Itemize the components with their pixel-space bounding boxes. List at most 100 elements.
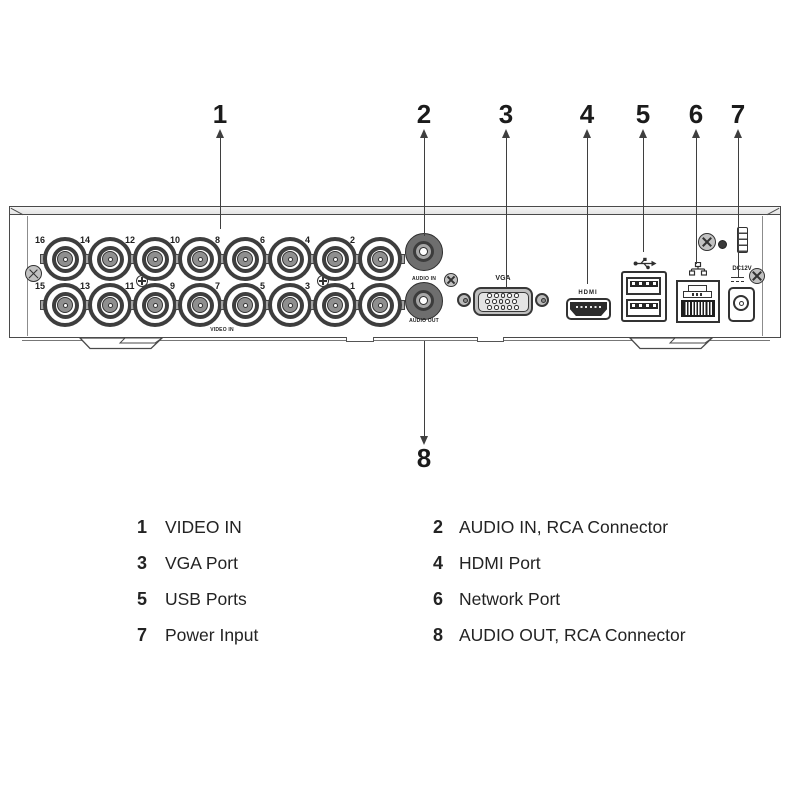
vga-pin-hole (493, 293, 499, 298)
vga-pin-hole (514, 293, 519, 298)
usb-pin (652, 282, 656, 286)
arrow-icon (419, 129, 428, 138)
hdmi-receptacle (570, 302, 607, 316)
bnc-pin (377, 256, 383, 262)
bnc-video-connector: 9 (170, 281, 225, 327)
arrow-icon (691, 129, 700, 138)
vga-pin-hole (491, 299, 497, 304)
chassis-tab (477, 337, 504, 342)
vga-pin-hole (500, 305, 506, 310)
legend-num-5: 5 (136, 589, 147, 609)
callout-number-7: 7 (730, 99, 746, 129)
video-in-label: VIDEO IN (210, 327, 234, 333)
hdmi-port (566, 298, 611, 320)
rca-hole (419, 247, 428, 256)
legend-num-2: 2 (432, 517, 443, 537)
callout-number-3: 3 (498, 99, 514, 129)
legend-label-8: AUDIO OUT, RCA Connector (459, 625, 686, 645)
chassis-foot (628, 337, 714, 350)
bnc-channel-label: 14 (80, 235, 91, 245)
bnc-pin (377, 302, 383, 308)
bnc-channel-label: 5 (260, 281, 266, 291)
vga-label: VGA (495, 275, 511, 282)
bnc-inner-ring (141, 245, 169, 273)
vga-pin-row (479, 293, 528, 298)
legend-label-2: AUDIO IN, RCA Connector (459, 517, 669, 537)
chassis-foot (78, 337, 164, 350)
usb-tongue (629, 280, 658, 287)
bnc-channel-label: 8 (215, 235, 221, 245)
arrow-icon (419, 436, 428, 445)
usb-pin (631, 304, 635, 308)
vga-screw-post (535, 292, 549, 307)
bnc-pin (197, 302, 203, 308)
bnc-video-connector: 5 (260, 281, 315, 327)
bnc-pin (242, 302, 248, 308)
callout-number-5: 5 (635, 99, 651, 129)
callout-line (219, 136, 221, 229)
legend-label-7: Power Input (165, 625, 259, 645)
polarity-icon (731, 277, 744, 283)
bnc-channel-label: 16 (35, 235, 46, 245)
callout-line (737, 136, 739, 277)
vga-pin-hole (498, 299, 504, 304)
vga-pin-row (479, 305, 528, 310)
vga-pin-hole (493, 305, 499, 310)
power-input-jack (728, 287, 755, 322)
arrow-icon (733, 129, 742, 138)
vga-pin-hole (514, 305, 519, 310)
bnc-inner-ring (366, 245, 394, 273)
chassis-tab (346, 337, 374, 342)
usb-ports (621, 271, 667, 322)
bnc-inner-ring (51, 245, 79, 273)
legend-num-6: 6 (432, 589, 443, 609)
bnc-pin (242, 256, 248, 262)
panel-screw-icon (718, 240, 727, 249)
usb-pin (638, 304, 642, 308)
vga-pin-hole (507, 293, 513, 298)
dc-power-label: DC12V (732, 266, 752, 272)
callout-number-2: 2 (416, 99, 432, 129)
bnc-channel-label: 2 (350, 235, 356, 245)
audio-in-label: AUDIO IN (411, 276, 437, 282)
chassis-bottom-shadow-line (22, 340, 770, 341)
vga-pin-hole (507, 305, 513, 310)
vga-port (473, 287, 533, 316)
bnc-channel-label: 15 (35, 281, 46, 291)
legend-num-7: 7 (136, 625, 147, 645)
bnc-channel-label: 1 (350, 281, 356, 291)
callout-line (423, 341, 425, 437)
vga-pin-hole (487, 305, 492, 310)
bnc-outer-ring (313, 283, 357, 327)
legend-num-1: 1 (136, 517, 147, 537)
vga-screw-post (457, 292, 471, 307)
bnc-channel-label: 6 (260, 235, 266, 245)
usb-pin (638, 282, 642, 286)
usb-pin (652, 304, 656, 308)
usb-pin (631, 282, 635, 286)
legend-num-8: 8 (432, 625, 443, 645)
callout-line (586, 136, 588, 284)
audio-out-rca-connector (405, 282, 443, 320)
callout-line (642, 136, 644, 252)
vga-pin-hole (487, 293, 492, 298)
bnc-channel-label: 12 (125, 235, 136, 245)
bnc-channel-label: 3 (305, 281, 311, 291)
bnc-video-connector: 3 (305, 281, 360, 327)
usb-tongue (629, 302, 658, 309)
bnc-pin (197, 256, 203, 262)
rj45-contacts (692, 293, 704, 296)
bnc-channel-label: 4 (305, 235, 311, 245)
audio-in-rca-connector (405, 233, 443, 271)
dc-jack-pin (738, 300, 744, 306)
bnc-pin (62, 256, 68, 262)
hdmi-pins (575, 305, 602, 308)
bnc-video-connector: 8 (215, 235, 270, 281)
bnc-inner-ring (141, 291, 169, 319)
legend-label-1: VIDEO IN (165, 517, 242, 537)
vent-grille (737, 227, 748, 253)
bnc-inner-ring (96, 291, 124, 319)
legend-label-3: VGA Port (165, 553, 238, 573)
bnc-pin (332, 256, 338, 262)
callout-number-8: 8 (416, 443, 432, 473)
